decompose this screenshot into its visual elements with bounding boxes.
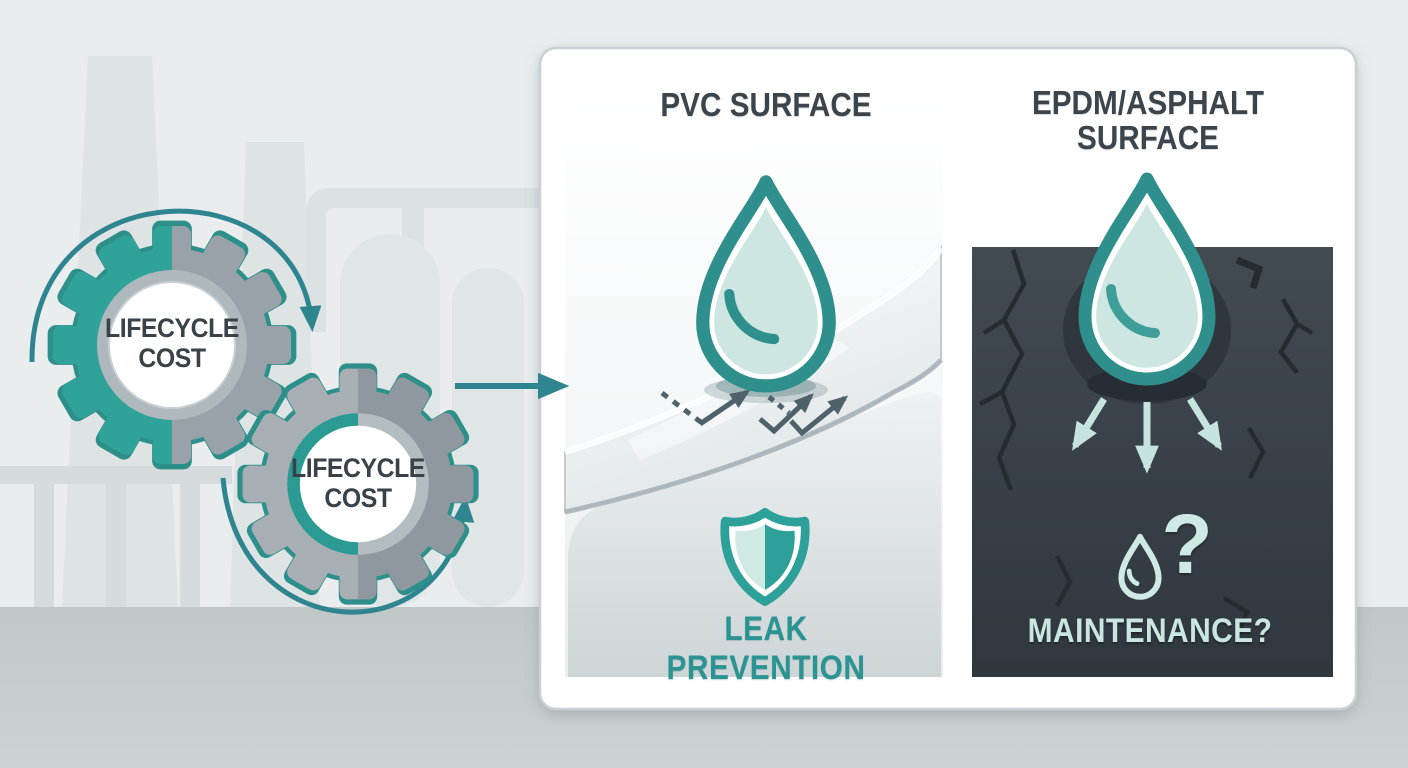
gear-icon [47, 220, 297, 470]
droplet-question-icon [1121, 537, 1158, 597]
water-droplet-icon [1063, 179, 1231, 404]
gear-icon [237, 363, 479, 605]
absorption-arrows-icon [1072, 397, 1222, 474]
deflection-arrows-icon [660, 389, 849, 437]
crack-pattern [978, 249, 1314, 639]
rotation-arrow-icon [29, 208, 322, 363]
